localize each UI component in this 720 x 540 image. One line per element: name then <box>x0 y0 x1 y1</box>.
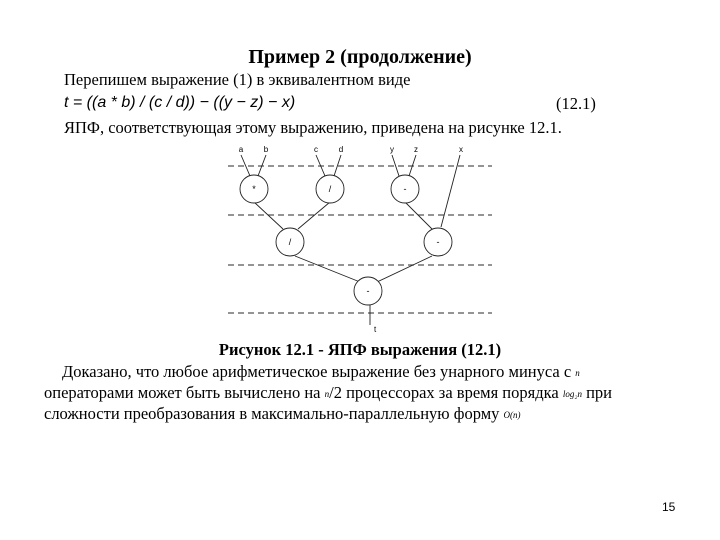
edge-c <box>315 154 326 177</box>
op-sub: - <box>437 237 440 247</box>
input-a: a <box>239 145 244 154</box>
tree-edges <box>240 154 461 325</box>
paragraph-line-2-c: при <box>586 383 613 402</box>
edge-z <box>408 154 417 177</box>
page-number: 15 <box>662 500 676 514</box>
output-t: t <box>374 325 377 334</box>
input-b: b <box>264 145 269 154</box>
text-line-1: Перепишем выражение (1) в эквивалентном … <box>64 70 411 89</box>
math-o-n: O(n) <box>503 410 521 421</box>
level-separators <box>228 165 492 314</box>
node-root <box>353 276 383 306</box>
math-n-1: n <box>575 368 580 379</box>
op-div-cd: / <box>329 184 332 194</box>
op-root: - <box>367 286 370 296</box>
tree-nodes <box>239 174 453 306</box>
math-log: log₂n <box>562 389 582 400</box>
edge-x <box>440 154 461 228</box>
input-c: c <box>314 145 318 154</box>
paragraph-line-2: операторами может быть вычислено на n/2 … <box>44 383 612 403</box>
node-sub <box>423 227 453 257</box>
op-sub-yz: - <box>404 184 407 194</box>
paragraph-line-1: Доказано, что любое арифметическое выраж… <box>62 362 580 382</box>
edge-b <box>257 154 267 177</box>
paragraph-line-2-a: операторами может быть вычислено на <box>44 383 321 402</box>
input-z: z <box>414 145 418 154</box>
edge-y <box>391 154 400 177</box>
text-line-3: ЯПФ, соответствующая этому выражению, пр… <box>64 118 562 137</box>
equation-number: (12.1) <box>556 94 596 113</box>
edge-d <box>333 154 342 177</box>
input-y: y <box>390 145 394 154</box>
paragraph-line-3-text: сложности преобразования в максимально-п… <box>44 404 500 423</box>
input-d: d <box>339 145 343 154</box>
edge-mul-div <box>253 201 284 230</box>
edge-left-root <box>294 255 361 283</box>
operator-labels: * / - / - - <box>252 184 439 296</box>
input-labels: a b c d y z x <box>239 145 463 154</box>
math-n-2: n <box>324 389 330 400</box>
edge-right-root <box>376 255 433 283</box>
edge-a <box>240 154 251 177</box>
edge-sub-sub <box>404 201 433 230</box>
formula: t = ((a * b) / (c / d)) − ((y − z) − x) <box>64 94 296 111</box>
node-sub-yz <box>390 174 420 204</box>
node-div <box>275 227 305 257</box>
slide-title: Пример 2 (продолжение) <box>248 46 472 68</box>
node-mul <box>239 174 269 204</box>
paragraph-line-3: сложности преобразования в максимально-п… <box>44 404 521 424</box>
edge-div-div <box>297 201 331 230</box>
paragraph-line-1-text: Доказано, что любое арифметическое выраж… <box>62 362 572 381</box>
paragraph-line-2-b: /2 процессорах за время порядка <box>329 383 559 402</box>
op-div: / <box>289 237 292 247</box>
input-x: x <box>459 145 463 154</box>
op-mul: * <box>252 184 256 194</box>
node-div-cd <box>315 174 345 204</box>
figure-caption: Рисунок 12.1 - ЯПФ выражения (12.1) <box>218 340 502 359</box>
